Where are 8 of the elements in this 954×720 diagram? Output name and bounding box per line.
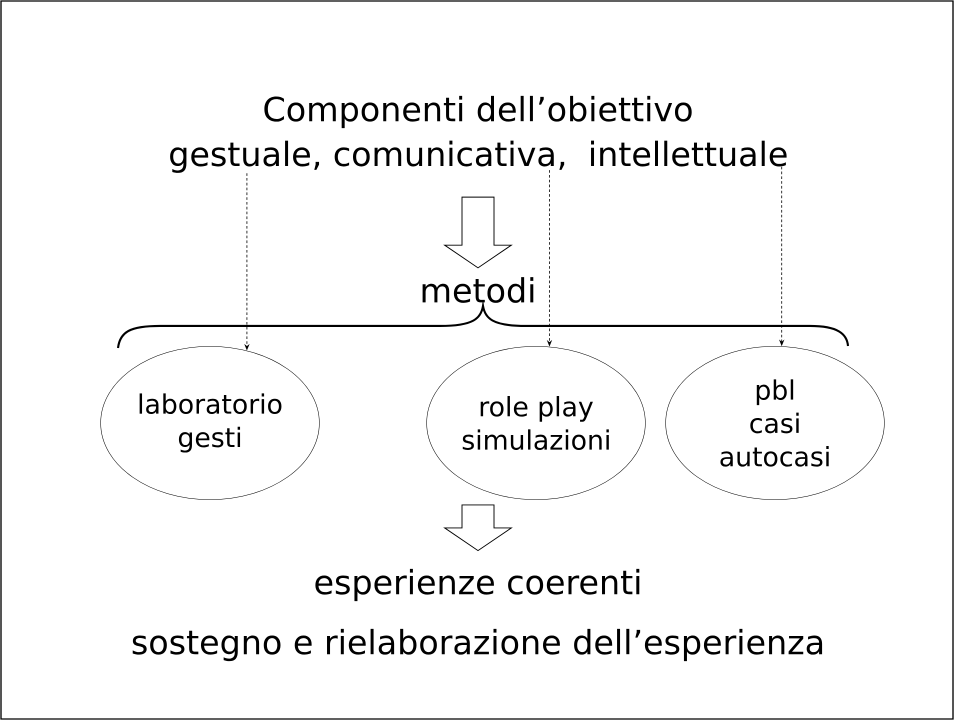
heading: Componenti dell’obiettivo — [264, 96, 692, 128]
outcome-text: esperienze coerenti sostegno e rielaborazione dell’esperienza — [132, 568, 822, 662]
methods-text: metodi — [422, 277, 534, 303]
term-text: comunicativa, — [334, 140, 564, 170]
term-text: gestuale, — [170, 140, 320, 173]
term-text: intellettuale — [591, 140, 787, 166]
hollow-arrow — [443, 504, 513, 552]
hollow-arrow — [443, 196, 513, 268]
